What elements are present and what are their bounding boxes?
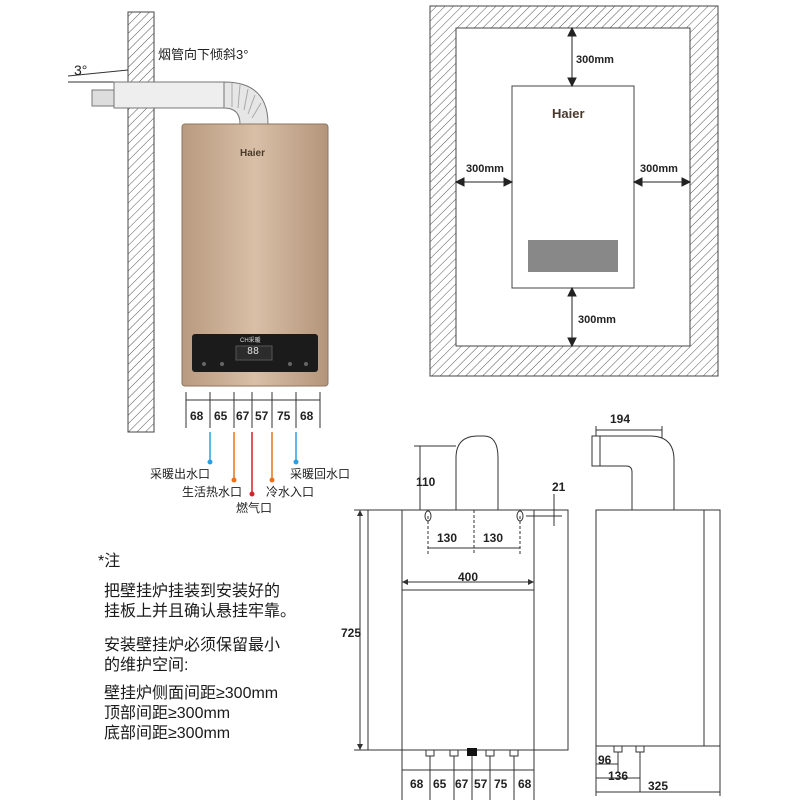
dim-325: 325 — [648, 779, 669, 793]
front-bottom-dim-6: 68 — [518, 777, 532, 791]
front-bottom-dim-4: 57 — [474, 777, 488, 791]
boiler-brand-logo: Haier — [240, 148, 266, 159]
dim-194: 194 — [610, 412, 631, 426]
install-illustration — [67, 11, 329, 497]
front-bottom-dim-5: 75 — [494, 777, 508, 791]
side-body — [595, 509, 721, 747]
display-digits: 88 — [247, 346, 260, 357]
panel-title: CH采暖 — [240, 338, 261, 344]
side-bottom-dim-3: 67 — [236, 409, 250, 423]
clearance-wall-frame — [429, 5, 719, 377]
angle-label: 3° — [74, 62, 88, 78]
notes-line-2: 挂板上并且确认悬挂牢靠。 — [104, 603, 297, 620]
flue-pipe — [113, 81, 225, 109]
flue-cap — [91, 89, 117, 107]
display-screen — [235, 345, 273, 361]
front-bottom-dim-1: 68 — [410, 777, 424, 791]
dim-725: 725 — [341, 626, 362, 640]
clearance-diagram — [429, 5, 719, 377]
dim-110: 110 — [416, 475, 436, 489]
panel-buttons — [202, 362, 308, 366]
side-profile-drawing — [591, 426, 721, 796]
notes-line-7: 底部间距≥300mm — [104, 725, 231, 742]
side-bottom-dim-1: 68 — [190, 409, 204, 423]
side-bottom-dim-4: 57 — [255, 409, 269, 423]
front-bottom-dim-3: 67 — [455, 777, 469, 791]
side-flue — [595, 435, 675, 511]
dim-130-right: 130 — [483, 531, 504, 545]
notes-line-3: 安装壁挂炉必须保留最小 — [104, 637, 281, 654]
port-arrow-heating-out — [207, 432, 213, 465]
notes-marker: *注 — [98, 553, 121, 570]
front-dimension-drawing — [354, 435, 569, 800]
label-heating-out: 采暖出水口 — [150, 467, 211, 481]
front-body — [367, 509, 569, 751]
dim-21: 21 — [552, 480, 566, 494]
label-heating-return: 采暖回水口 — [290, 467, 351, 481]
clearance-brand-logo: Haier — [552, 106, 585, 121]
dim-96: 96 — [598, 753, 612, 767]
notes-line-5: 壁挂炉侧面间距≥300mm — [104, 685, 279, 702]
boiler-body — [181, 123, 329, 387]
flue-elbow — [223, 81, 269, 125]
wall — [127, 11, 155, 433]
side-bottom-dim-5: 75 — [277, 409, 291, 423]
clearance-top: 300mm — [576, 54, 614, 66]
front-gas-port — [467, 748, 477, 756]
front-bottom-dim-2: 65 — [433, 777, 447, 791]
port-arrow-gas — [249, 432, 255, 497]
notes-line-1: 把壁挂炉挂装到安装好的 — [104, 583, 281, 600]
side-bottom-dim-2: 65 — [214, 409, 228, 423]
clearance-bottom: 300mm — [578, 314, 616, 326]
angle-line-slope — [67, 69, 129, 77]
notes-line-6: 顶部间距≥300mm — [104, 705, 231, 722]
clearance-right: 300mm — [640, 163, 678, 175]
clearance-left: 300mm — [466, 163, 504, 175]
notes-line-4: 的维护空间: — [104, 657, 189, 674]
port-arrow-cold-in — [269, 432, 275, 483]
dim-136: 136 — [608, 769, 629, 783]
dim-130-left: 130 — [437, 531, 458, 545]
clearance-panel — [528, 240, 618, 272]
dim-400: 400 — [458, 570, 479, 584]
flue-note: 烟管向下倾斜3° — [158, 47, 249, 62]
side-bottom-dim-6: 68 — [300, 409, 314, 423]
port-arrow-dhw-out — [231, 432, 237, 483]
label-dhw-out: 生活热水口 — [182, 485, 243, 499]
label-cold-in: 冷水入口 — [266, 485, 315, 499]
port-arrow-heating-return — [293, 432, 299, 465]
label-gas: 燃气口 — [236, 501, 273, 515]
front-flue — [455, 435, 499, 510]
